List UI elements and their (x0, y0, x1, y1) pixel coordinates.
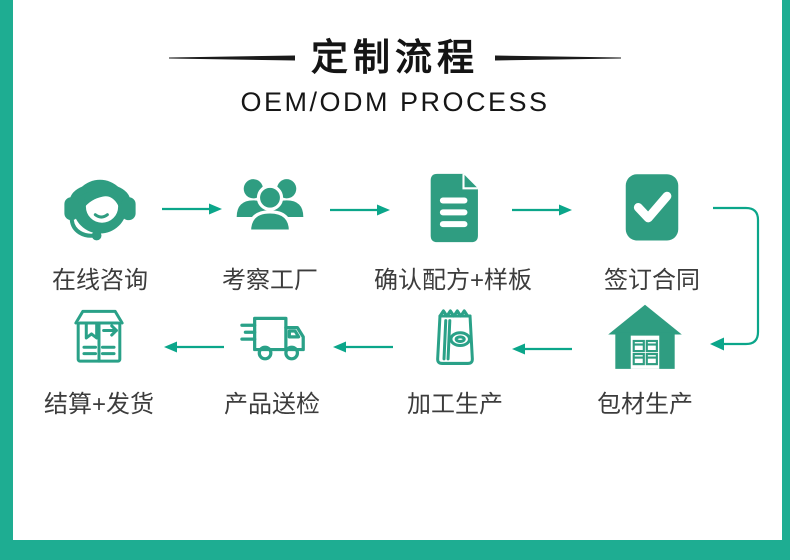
step-confirm-formula-sample: 确认配方+样板 (363, 164, 543, 295)
step-label: 包材生产 (597, 391, 693, 418)
step-processing-production: 加工生产 (365, 300, 545, 419)
step-label: 在线咨询 (52, 267, 148, 294)
step-label: 结算+发货 (43, 391, 154, 418)
step-label: 确认配方+样板 (373, 267, 532, 294)
step-label: 产品送检 (224, 391, 320, 418)
contract-check-icon (562, 164, 742, 252)
delivery-truck-icon (182, 300, 362, 376)
frame-bottom-bar (0, 540, 790, 560)
step-settlement-shipping: 结算+发货 (9, 300, 189, 419)
step-online-consultation: 在线咨询 (10, 164, 190, 295)
step-product-inspection: 产品送检 (182, 300, 362, 419)
customer-service-headset-icon (10, 164, 190, 252)
connector-arrow-icon (699, 196, 771, 360)
arrow-right-icon (511, 202, 573, 218)
page-subtitle: OEM/ODM PROCESS (240, 87, 550, 117)
product-pouch-icon (365, 300, 545, 376)
arrow-right-icon (329, 202, 391, 218)
arrow-left-icon (332, 339, 394, 355)
document-icon (363, 164, 543, 252)
page-title: 定制流程 (311, 37, 479, 78)
step-factory-inspection: 考察工厂 (180, 164, 360, 295)
frame-right-bar (782, 0, 790, 560)
step-sign-contract: 签订合同 (562, 164, 742, 295)
title-divider-left (169, 55, 295, 61)
arrow-right-icon (161, 201, 223, 217)
warehouse-icon (555, 300, 735, 376)
people-group-icon (180, 164, 360, 252)
arrow-left-icon (163, 339, 225, 355)
package-box-icon (9, 300, 189, 376)
title-divider-right (495, 55, 621, 61)
title-section: 定制流程 OEM/ODM PROCESS (0, 38, 790, 118)
frame-left-bar (0, 0, 13, 560)
step-label: 签订合同 (604, 267, 700, 294)
step-packaging-production: 包材生产 (555, 300, 735, 419)
arrow-left-icon (511, 341, 573, 357)
step-label: 考察工厂 (222, 267, 318, 294)
step-label: 加工生产 (407, 391, 503, 418)
